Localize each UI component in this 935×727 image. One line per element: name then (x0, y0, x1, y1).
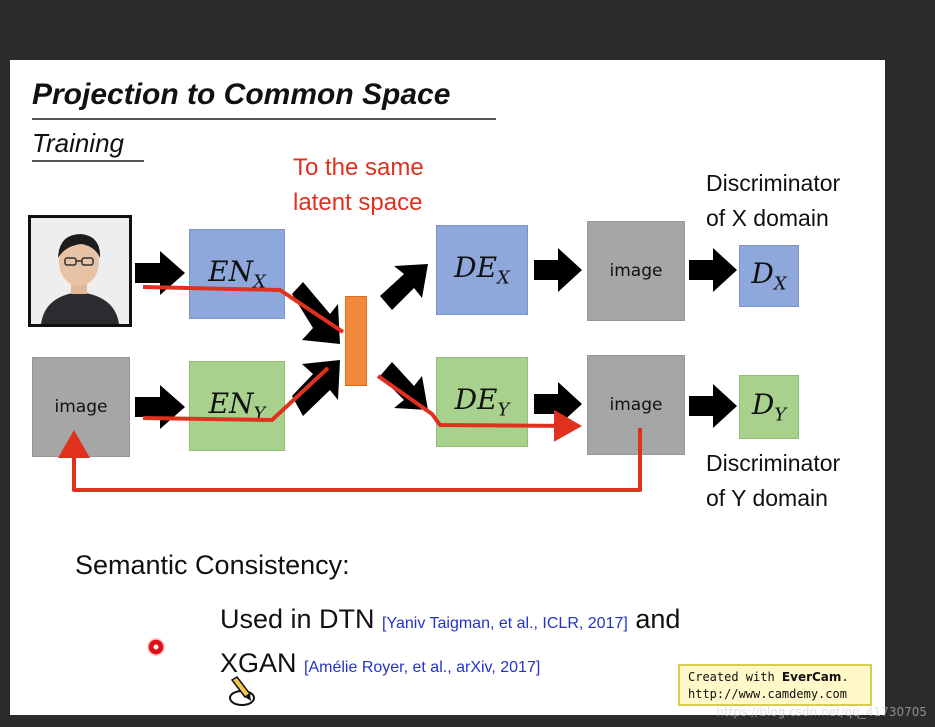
arrow-photo-to-encoder-x (135, 251, 185, 295)
red-path-cycle-back (58, 428, 642, 492)
used-in-line2: XGAN [Amélie Royer, et al., arXiv, 2017] (220, 648, 540, 679)
pencil-cursor-icon (229, 676, 255, 706)
latent-annotation: To the same latent space (293, 150, 424, 220)
output-image-y-label: image (609, 395, 663, 415)
arrow-encoder-y-to-latent (292, 360, 340, 416)
evercam-watermark-line2: http://www.camdemy.com (688, 687, 847, 701)
output-image-x-label: image (609, 261, 663, 281)
latent-space-bar (345, 296, 367, 386)
decoder-y: DEY (436, 357, 528, 447)
semantic-consistency-heading: Semantic Consistency: (75, 550, 350, 580)
arrows-layer (58, 248, 737, 492)
dtn-citation: [Yaniv Taigman, et al., ICLR, 2017] (382, 615, 628, 632)
person-photo-icon (31, 218, 129, 324)
arrow-image-to-encoder-y (135, 385, 185, 429)
arrow-latent-to-decoder-y (380, 362, 428, 410)
xgan-citation: [Amélie Royer, et al., arXiv, 2017] (304, 659, 541, 676)
red-path-y-to-latent (142, 366, 330, 422)
decoder-x: DEX (436, 225, 528, 315)
input-image-y-label: image (54, 397, 108, 417)
laser-pointer-icon (147, 638, 165, 656)
output-image-x: image (587, 221, 685, 321)
discriminator-y-label: DY (751, 388, 787, 426)
used-in-text: Used in DTN (220, 604, 383, 634)
used-in-tail: and (627, 604, 681, 634)
discriminator-y-caption-line2: of Y domain (706, 485, 828, 511)
encoder-y-label: ENY (208, 387, 266, 425)
latent-annotation-line2: latent space (293, 189, 423, 216)
output-image-y: image (587, 355, 685, 455)
arrow-latent-to-decoder-x (380, 264, 428, 310)
red-path-latent-to-output (376, 374, 582, 442)
red-paths (58, 285, 642, 492)
black-arrows (135, 248, 737, 429)
evercam-watermark-line1: Created with EverCam. (688, 670, 849, 684)
decoder-x-label: DEX (454, 251, 510, 289)
decoder-y-label: DEY (454, 383, 510, 421)
slide: Projection to Common Space Training imag… (10, 60, 885, 715)
discriminator-x: DX (739, 245, 799, 307)
red-path-x-to-latent (142, 285, 345, 334)
title-underline (32, 118, 496, 120)
encoder-y: ENY (189, 361, 285, 451)
discriminator-x-caption: Discriminator of X domain (706, 166, 840, 236)
latent-annotation-line1: To the same (293, 154, 424, 181)
arrow-decoder-x-to-image (534, 248, 582, 292)
input-photo (28, 215, 132, 327)
evercam-watermark: Created with EverCam. http://www.camdemy… (678, 664, 872, 706)
discriminator-x-caption-line1: Discriminator (706, 170, 841, 196)
discriminator-x-caption-line2: of X domain (706, 205, 829, 231)
arrow-image-to-disc-x (689, 248, 737, 292)
discriminator-y-caption: Discriminator of Y domain (706, 446, 840, 516)
slide-subtitle: Training (32, 128, 125, 158)
arrow-image-to-disc-y (689, 384, 737, 428)
xgan-text: XGAN (220, 648, 305, 678)
slide-title: Projection to Common Space (32, 78, 451, 111)
used-in-line1: Used in DTN [Yaniv Taigman, et al., ICLR… (220, 604, 680, 635)
discriminator-y-caption-line1: Discriminator (706, 450, 841, 476)
discriminator-x-label: DX (751, 257, 787, 295)
discriminator-y: DY (739, 375, 799, 439)
csdn-watermark: https://blog.csdn.net/qq_41730705 (716, 705, 927, 719)
arrow-decoder-y-to-image (534, 382, 582, 426)
subtitle-underline (32, 160, 144, 162)
